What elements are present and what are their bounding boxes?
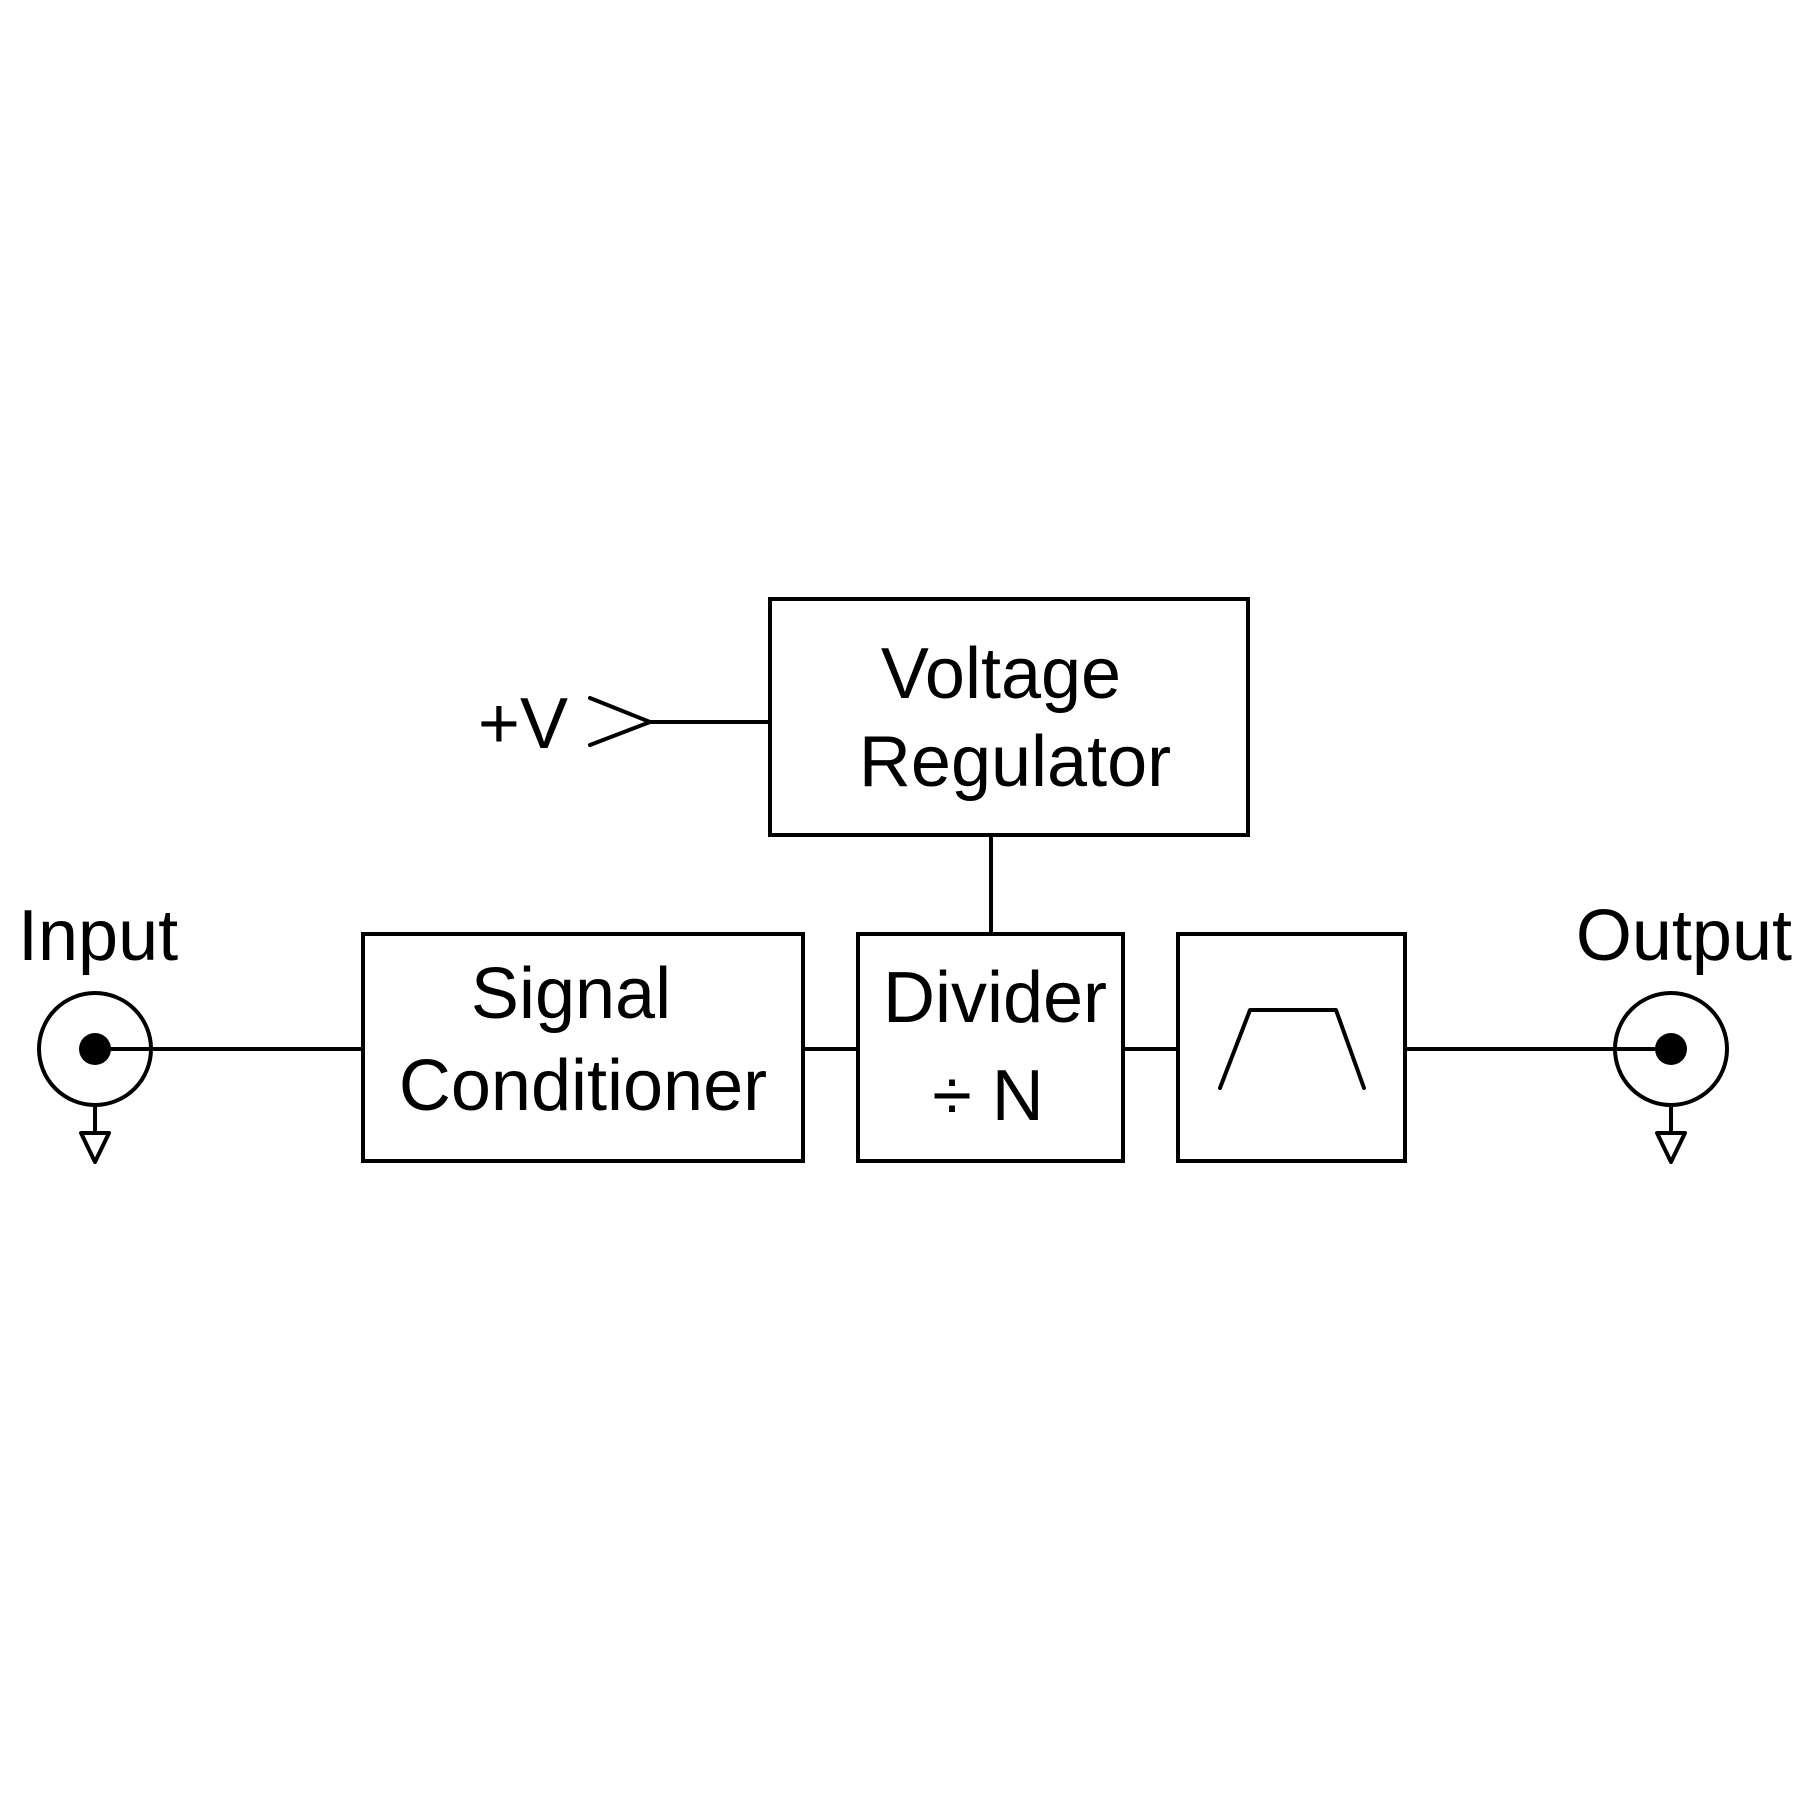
voltage-regulator-label-line2: Regulator <box>859 722 1171 802</box>
filter-block <box>1176 932 1407 1163</box>
voltage-regulator-label-line1: Voltage <box>881 634 1121 714</box>
output-label: Output <box>1576 896 1792 976</box>
divider-block: Divider ÷ N <box>856 932 1125 1163</box>
output-ground-icon <box>1655 1103 1687 1164</box>
input-ground-icon <box>79 1103 111 1164</box>
supply-label: +V <box>478 684 568 764</box>
input-label: Input <box>18 896 178 976</box>
signal-conditioner-label-line2: Conditioner <box>399 1046 767 1126</box>
supply-arrow-icon <box>588 696 652 747</box>
divider-label-line2: ÷ N <box>932 1056 1044 1136</box>
signal-conditioner-block: Signal Conditioner <box>361 932 805 1163</box>
signal-conditioner-label-line1: Signal <box>471 954 671 1034</box>
bandpass-filter-icon <box>1218 1008 1366 1090</box>
divider-label-line1: Divider <box>883 958 1107 1038</box>
voltage-regulator-block: Voltage Regulator <box>768 597 1250 837</box>
